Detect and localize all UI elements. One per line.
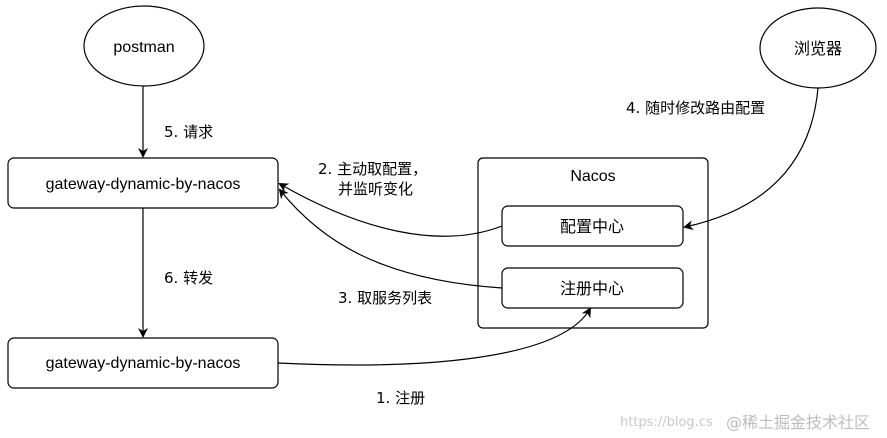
- gateway-bottom-node: gateway-dynamic-by-nacos: [7, 337, 279, 389]
- edge-fetch-config: [278, 183, 503, 237]
- edge-label-fetch-config-2: 并监听变化: [338, 180, 413, 198]
- browser-node: 浏览器: [759, 7, 877, 89]
- registry-center-label: 注册中心: [560, 280, 624, 298]
- edge-label-modify-route: 4. 随时修改路由配置: [626, 99, 765, 117]
- gateway-bottom-label: gateway-dynamic-by-nacos: [46, 355, 241, 372]
- gateway-top-label: gateway-dynamic-by-nacos: [46, 176, 241, 193]
- edge-label-register: 1. 注册: [376, 389, 425, 407]
- browser-label: 浏览器: [794, 40, 842, 58]
- edge-label-forward: 6. 转发: [164, 269, 213, 287]
- edge-register: [277, 307, 592, 366]
- edge-fetch-services: [278, 188, 503, 289]
- postman-node: postman: [83, 5, 205, 87]
- edge-label-fetch-config-1: 2. 主动取配置，: [318, 160, 427, 178]
- edge-label-fetch-services: 3. 取服务列表: [338, 289, 432, 307]
- config-center-node: 配置中心: [501, 205, 684, 247]
- nacos-label: Nacos: [570, 168, 615, 185]
- watermark-url: https://blog.cs: [620, 415, 713, 430]
- edge-modify-route: [683, 87, 819, 231]
- registry-center-node: 注册中心: [501, 267, 684, 309]
- watermark-brand: @稀土掘金技术社区: [726, 413, 870, 432]
- config-center-label: 配置中心: [560, 218, 624, 236]
- edge-label-request: 5. 请求: [164, 123, 213, 141]
- gateway-top-node: gateway-dynamic-by-nacos: [7, 157, 279, 209]
- postman-label: postman: [113, 39, 174, 56]
- watermark: https://blog.cs @稀土掘金技术社区: [614, 408, 887, 438]
